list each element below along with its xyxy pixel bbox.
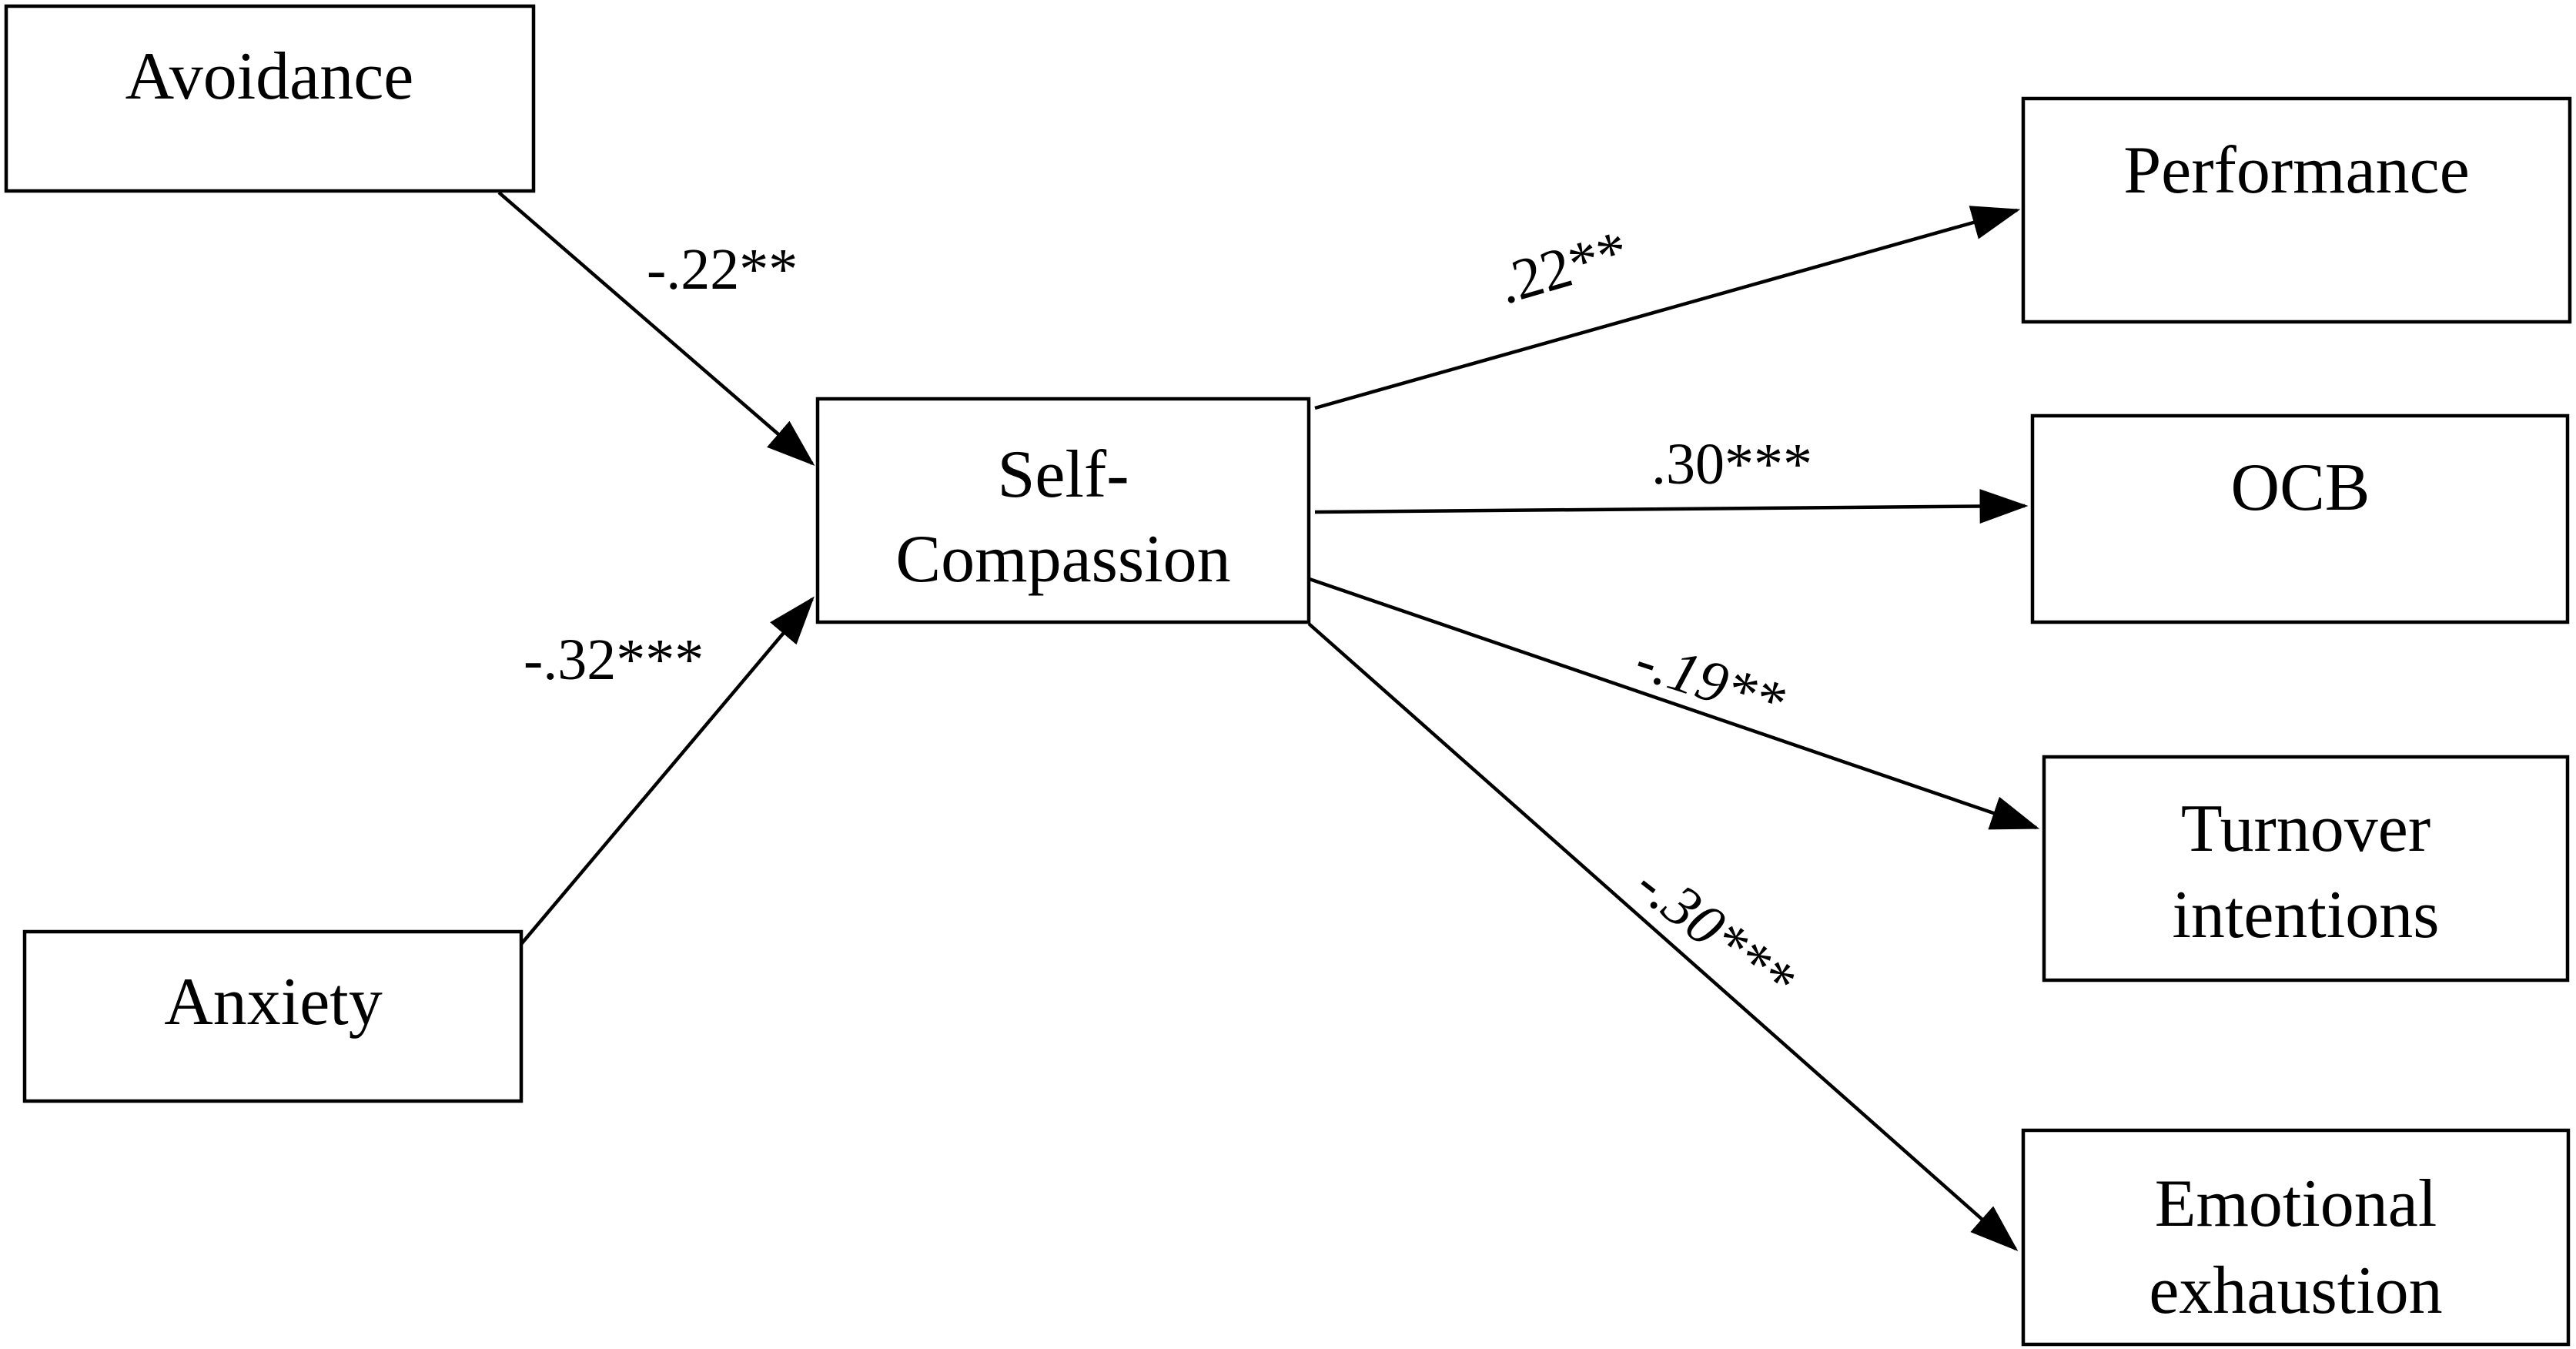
node-turnover-label-line1: Turnover <box>2181 792 2430 866</box>
node-avoidance-label: Avoidance <box>125 39 414 114</box>
node-performance: Performance <box>2021 96 2572 324</box>
edge-self-compassion-to-turnover <box>1304 575 2040 830</box>
label-self-compassion-to-exhaustion: -.30*** <box>1624 851 1806 1013</box>
node-ocb-box <box>2030 413 2570 624</box>
label-self-compassion-to-turnover: -.19** <box>1628 627 1792 735</box>
node-ocb-label: OCB <box>2231 450 2370 525</box>
node-self-compassion: Self- Compassion <box>815 397 1311 624</box>
node-self-compassion-box <box>815 397 1311 624</box>
node-exhaustion-label-line1: Emotional <box>2155 1167 2437 1241</box>
edge-avoidance-to-self-compassion <box>497 191 815 466</box>
node-ocb: OCB <box>2030 413 2570 624</box>
node-avoidance: Avoidance <box>4 4 536 193</box>
node-turnover-label-line2: intentions <box>2172 878 2439 952</box>
node-avoidance-box <box>4 4 536 193</box>
node-self-compassion-label-line2: Compassion <box>895 522 1230 597</box>
node-anxiety: Anxiety <box>22 929 524 1103</box>
node-exhaustion-box <box>2021 1128 2571 1347</box>
node-turnover-box <box>2042 755 2570 982</box>
edges <box>497 191 2040 1251</box>
node-performance-box <box>2021 96 2572 324</box>
node-anxiety-label: Anxiety <box>164 965 383 1039</box>
node-performance-label: Performance <box>2123 133 2470 208</box>
node-exhaustion: Emotional exhaustion <box>2021 1128 2571 1347</box>
edge-self-compassion-to-exhaustion <box>1307 622 2019 1251</box>
label-anxiety-to-self-compassion: -.32*** <box>524 628 704 692</box>
edge-anxiety-to-self-compassion <box>516 596 815 950</box>
node-self-compassion-label-line1: Self- <box>997 437 1129 512</box>
label-avoidance-to-self-compassion: -.22** <box>647 237 798 302</box>
label-self-compassion-to-performance: .22** <box>1491 218 1636 316</box>
node-exhaustion-label-line2: exhaustion <box>2149 1254 2442 1328</box>
label-self-compassion-to-ocb: .30*** <box>1651 432 1812 497</box>
edge-self-compassion-to-ocb <box>1314 489 2029 524</box>
node-turnover: Turnover intentions <box>2042 755 2570 982</box>
edge-self-compassion-to-performance <box>1314 206 2021 410</box>
node-anxiety-box <box>22 929 524 1103</box>
